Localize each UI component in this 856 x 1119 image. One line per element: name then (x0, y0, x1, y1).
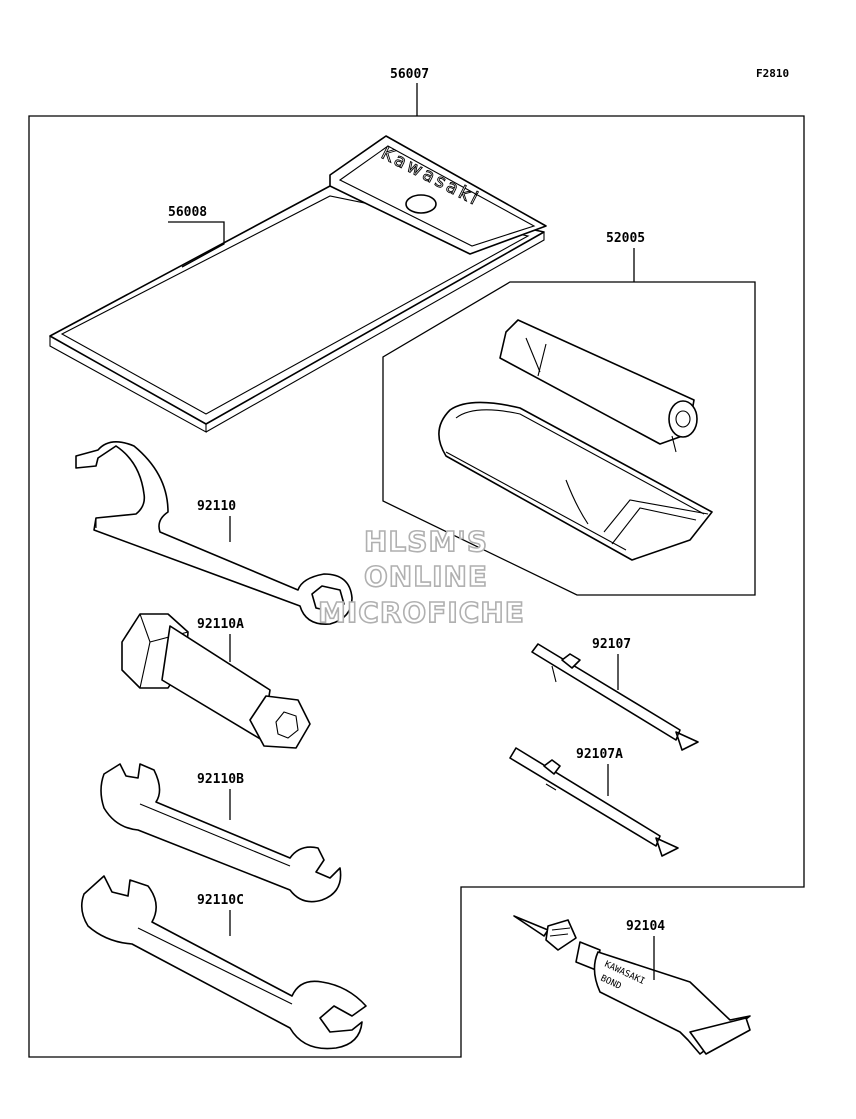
tire-kit-frame (382, 281, 756, 596)
screwdriver-bit-a[interactable] (509, 747, 679, 857)
label-52005[interactable]: 52005 (606, 231, 645, 246)
hook-spanner[interactable] (75, 441, 353, 625)
watermark-line-3: MICROFICHE (318, 596, 525, 629)
watermark-line-1: HLSM'S (364, 525, 488, 558)
bond-tube[interactable]: KAWASAKI BOND (513, 915, 751, 1055)
tool-pouch[interactable]: Kawasaki (49, 135, 547, 433)
label-92110A[interactable]: 92110A (197, 617, 244, 632)
leader-56008 (168, 221, 225, 268)
label-56008[interactable]: 56008 (168, 205, 207, 220)
box-wrench[interactable] (121, 613, 311, 749)
snap-button (405, 194, 437, 214)
label-92104[interactable]: 92104 (626, 919, 665, 934)
double-ended-wrench-b[interactable] (100, 763, 342, 903)
screwdriver-bit[interactable] (531, 643, 699, 751)
label-92107[interactable]: 92107 (592, 637, 631, 652)
label-56007[interactable]: 56007 (390, 67, 429, 82)
double-ended-wrench-c[interactable] (80, 875, 367, 1050)
figure-code: F2810 (756, 67, 789, 80)
label-92107A[interactable]: 92107A (576, 747, 623, 762)
label-92110C[interactable]: 92110C (197, 893, 244, 908)
kit-frame (28, 115, 805, 1058)
tire-repair-tube[interactable] (499, 319, 698, 453)
label-92110[interactable]: 92110 (197, 499, 236, 514)
tire-repair-bag[interactable] (438, 401, 713, 561)
watermark-line-2: ONLINE (364, 560, 488, 593)
label-92110B[interactable]: 92110B (197, 772, 244, 787)
